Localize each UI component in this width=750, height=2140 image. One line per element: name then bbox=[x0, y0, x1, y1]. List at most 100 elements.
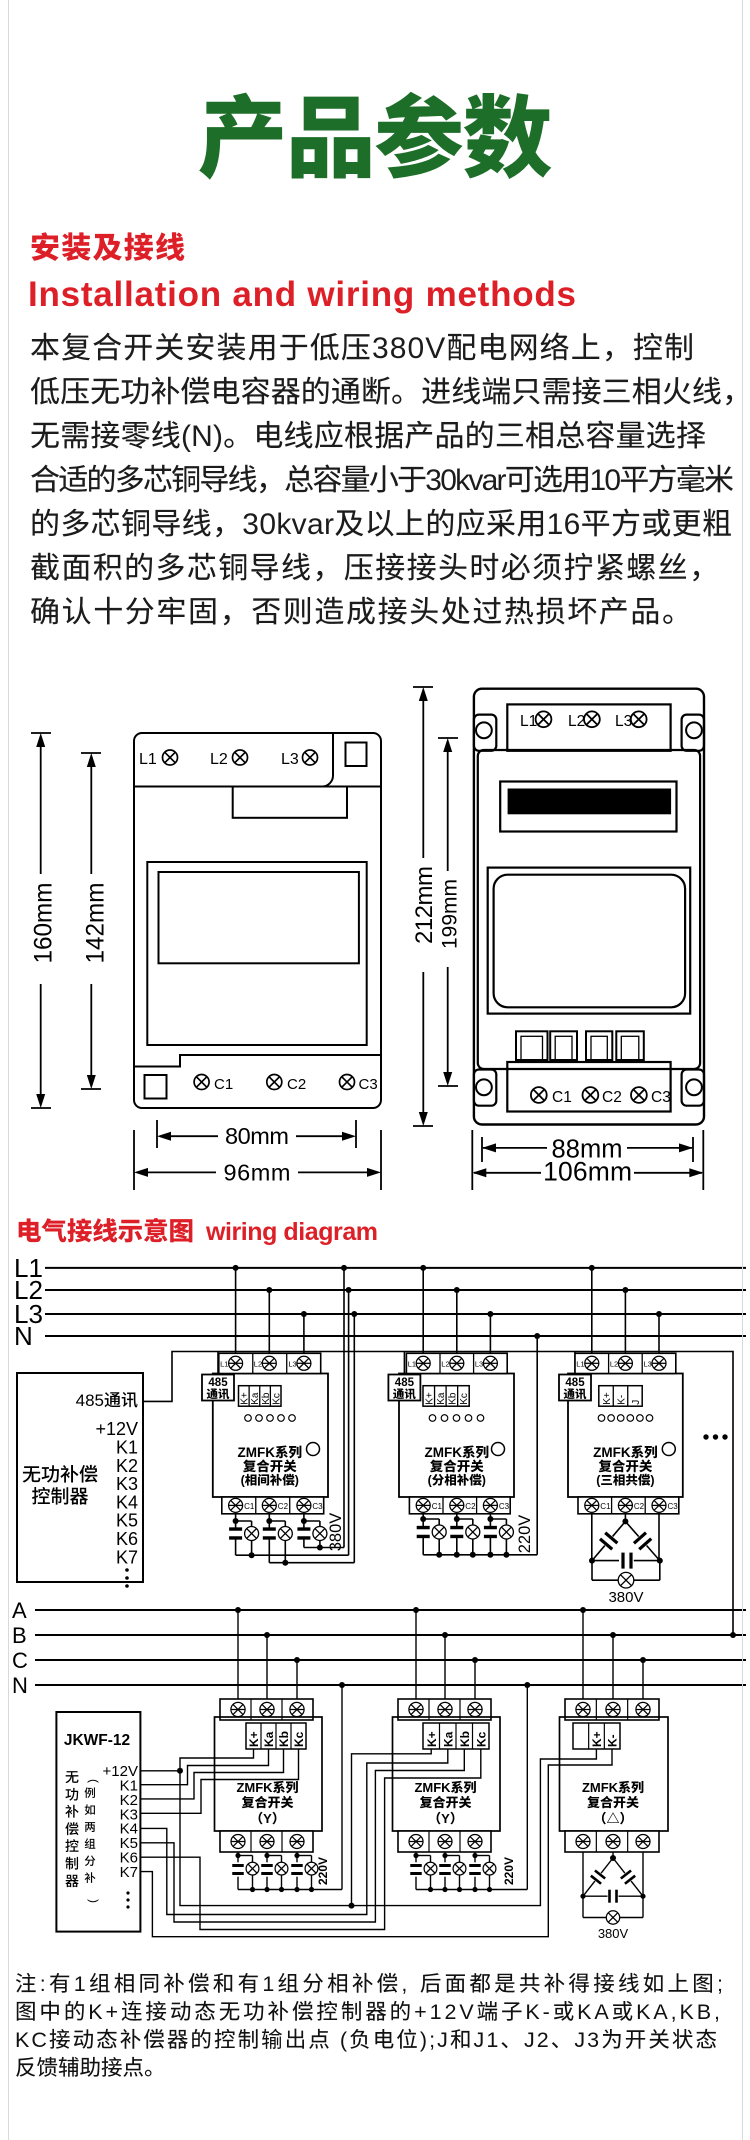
svg-text:(相间补偿): (相间补偿) bbox=[241, 1474, 299, 1488]
svg-text:Kc: Kc bbox=[474, 1731, 488, 1747]
svg-text:485: 485 bbox=[395, 1377, 415, 1389]
svg-text:485通讯: 485通讯 bbox=[76, 1391, 138, 1410]
svg-text:+12V: +12V bbox=[95, 1419, 138, 1439]
svg-text:无功补偿: 无功补偿 bbox=[22, 1464, 98, 1486]
svg-text:L2: L2 bbox=[441, 1360, 449, 1369]
svg-text:本复合开关安装用于低压380V配电网络上，控制: 本复合开关安装用于低压380V配电网络上，控制 bbox=[30, 332, 694, 365]
svg-text:无: 无 bbox=[65, 1769, 79, 1785]
svg-text:确认十分牢固，否则造成接头处过热损坏产品。: 确认十分牢固，否则造成接头处过热损坏产品。 bbox=[30, 596, 692, 629]
svg-text:L1: L1 bbox=[576, 1360, 584, 1369]
svg-text:K+: K+ bbox=[602, 1392, 613, 1405]
svg-text:C2: C2 bbox=[602, 1089, 622, 1106]
svg-text:合适的多芯铜导线，总容量小于30kvar可选用10平方毫米: 合适的多芯铜导线，总容量小于30kvar可选用10平方毫米 bbox=[30, 464, 734, 497]
svg-text:图中的K+连接动态无功补偿控制器的+12V端子K-或KA或K: 图中的K+连接动态无功补偿控制器的+12V端子K-或KA或KA,KB, bbox=[15, 2000, 720, 2024]
svg-text:K+: K+ bbox=[425, 1392, 436, 1405]
svg-text:反馈辅助接点。: 反馈辅助接点。 bbox=[15, 2056, 166, 2080]
svg-text:通讯: 通讯 bbox=[393, 1388, 416, 1401]
svg-text:产品参数: 产品参数 bbox=[198, 90, 553, 190]
svg-text:C3: C3 bbox=[359, 1076, 378, 1093]
svg-text:C1: C1 bbox=[244, 1502, 255, 1511]
svg-text:Ka: Ka bbox=[250, 1392, 261, 1405]
svg-text:wiring diagram: wiring diagram bbox=[205, 1218, 378, 1246]
svg-text:380V: 380V bbox=[327, 1513, 345, 1552]
svg-text:L2: L2 bbox=[568, 713, 585, 730]
svg-text:N: N bbox=[12, 1673, 28, 1698]
svg-text:C3: C3 bbox=[499, 1502, 510, 1511]
svg-text:K4: K4 bbox=[116, 1492, 138, 1512]
svg-text:C1: C1 bbox=[432, 1502, 443, 1511]
svg-text:分: 分 bbox=[84, 1855, 96, 1868]
svg-text:K+: K+ bbox=[590, 1731, 604, 1747]
svg-text:复合开关: 复合开关 bbox=[419, 1795, 471, 1810]
svg-text:K-: K- bbox=[606, 1734, 620, 1747]
svg-text:复合开关: 复合开关 bbox=[587, 1795, 639, 1810]
svg-text:220V: 220V bbox=[502, 1857, 516, 1885]
svg-text:220V: 220V bbox=[316, 1857, 330, 1885]
svg-text:ZMFK系列: ZMFK系列 bbox=[238, 1445, 303, 1460]
svg-text:B: B bbox=[12, 1623, 27, 1648]
svg-text:K-: K- bbox=[616, 1395, 627, 1405]
svg-text:K5: K5 bbox=[120, 1835, 138, 1852]
svg-text:L2: L2 bbox=[610, 1360, 618, 1369]
svg-text:L2: L2 bbox=[14, 1275, 43, 1305]
svg-text:L3: L3 bbox=[475, 1360, 483, 1369]
svg-text:复合开关: 复合开关 bbox=[243, 1459, 297, 1474]
svg-text:截面积的多芯铜导线，压接接头时必须拧紧螺丝，: 截面积的多芯铜导线，压接接头时必须拧紧螺丝， bbox=[30, 552, 719, 585]
svg-text:Kb: Kb bbox=[448, 1392, 459, 1405]
svg-text:K2: K2 bbox=[120, 1792, 138, 1809]
svg-text:J: J bbox=[631, 1400, 642, 1405]
svg-text:K6: K6 bbox=[116, 1529, 138, 1549]
svg-text:C3: C3 bbox=[312, 1502, 323, 1511]
svg-text:C2: C2 bbox=[287, 1076, 306, 1093]
svg-text:L3: L3 bbox=[644, 1360, 652, 1369]
svg-text:低压无功补偿电容器的通断。进线端只需接三相火线，: 低压无功补偿电容器的通断。进线端只需接三相火线， bbox=[30, 376, 750, 409]
svg-text:复合开关: 复合开关 bbox=[598, 1459, 652, 1474]
svg-text:L3: L3 bbox=[14, 1299, 43, 1329]
svg-text:L3: L3 bbox=[615, 713, 632, 730]
svg-text:K2: K2 bbox=[116, 1456, 138, 1476]
svg-text:Kc: Kc bbox=[271, 1393, 282, 1405]
svg-text:补: 补 bbox=[65, 1804, 79, 1820]
svg-text:(分相补偿): (分相补偿) bbox=[428, 1474, 486, 1488]
svg-text:通讯: 通讯 bbox=[564, 1388, 587, 1401]
svg-text:K7: K7 bbox=[116, 1547, 138, 1567]
svg-text:KC接动态补偿器的控制输出点 (负电位);J和J1、J2、J: KC接动态补偿器的控制输出点 (负电位);J和J1、J2、J3为开关状态 bbox=[15, 2028, 717, 2052]
svg-text:C2: C2 bbox=[465, 1502, 476, 1511]
svg-text:L1: L1 bbox=[520, 713, 537, 730]
svg-text:注:有1组相同补偿和有1组分相补偿, 后面都是共补得接线如上: 注:有1组相同补偿和有1组分相补偿, 后面都是共补得接线如上图; bbox=[15, 1972, 723, 1996]
svg-text:106mm: 106mm bbox=[543, 1157, 632, 1187]
svg-text:两: 两 bbox=[84, 1822, 96, 1834]
svg-text:K6: K6 bbox=[120, 1850, 138, 1867]
svg-text:C1: C1 bbox=[214, 1076, 233, 1093]
svg-text:（Y）: （Y） bbox=[250, 1811, 285, 1826]
svg-text:的多芯铜导线，30kvar及以上的应采用16平方或更粗: 的多芯铜导线，30kvar及以上的应采用16平方或更粗 bbox=[30, 508, 732, 541]
svg-text:ZMFK系列: ZMFK系列 bbox=[593, 1445, 658, 1460]
svg-text:212mm: 212mm bbox=[411, 866, 438, 944]
svg-text:Kb: Kb bbox=[458, 1731, 472, 1747]
svg-text:ZMFK系列: ZMFK系列 bbox=[425, 1445, 490, 1460]
svg-text:K+: K+ bbox=[247, 1731, 261, 1747]
svg-text:N: N bbox=[14, 1321, 33, 1351]
svg-text:K3: K3 bbox=[120, 1806, 138, 1823]
svg-text:安装及接线: 安装及接线 bbox=[30, 232, 185, 265]
svg-text:C2: C2 bbox=[278, 1502, 289, 1511]
svg-text:L3: L3 bbox=[281, 751, 299, 768]
svg-text:380V: 380V bbox=[608, 1589, 643, 1606]
svg-text:199mm: 199mm bbox=[439, 879, 462, 949]
svg-text:K+: K+ bbox=[425, 1731, 439, 1747]
svg-text:组: 组 bbox=[84, 1838, 96, 1851]
svg-text:485: 485 bbox=[208, 1377, 228, 1389]
svg-text:C1: C1 bbox=[552, 1089, 572, 1106]
svg-text:Kc: Kc bbox=[459, 1393, 470, 1405]
svg-text:无需接零线(N)。电线应根据产品的三相总容量选择: 无需接零线(N)。电线应根据产品的三相总容量选择 bbox=[30, 420, 706, 453]
svg-text:L1: L1 bbox=[408, 1360, 416, 1369]
svg-text:K1: K1 bbox=[116, 1438, 138, 1458]
svg-text:JKWF-12: JKWF-12 bbox=[64, 1732, 130, 1749]
svg-text:功: 功 bbox=[65, 1786, 79, 1802]
svg-text:K3: K3 bbox=[116, 1474, 138, 1494]
svg-text:（△）: （△） bbox=[593, 1811, 632, 1826]
svg-text:ZMFK系列: ZMFK系列 bbox=[236, 1780, 298, 1795]
svg-text:L1: L1 bbox=[139, 751, 157, 768]
svg-text:（Y）: （Y） bbox=[428, 1811, 463, 1826]
svg-text:C3: C3 bbox=[668, 1502, 679, 1511]
